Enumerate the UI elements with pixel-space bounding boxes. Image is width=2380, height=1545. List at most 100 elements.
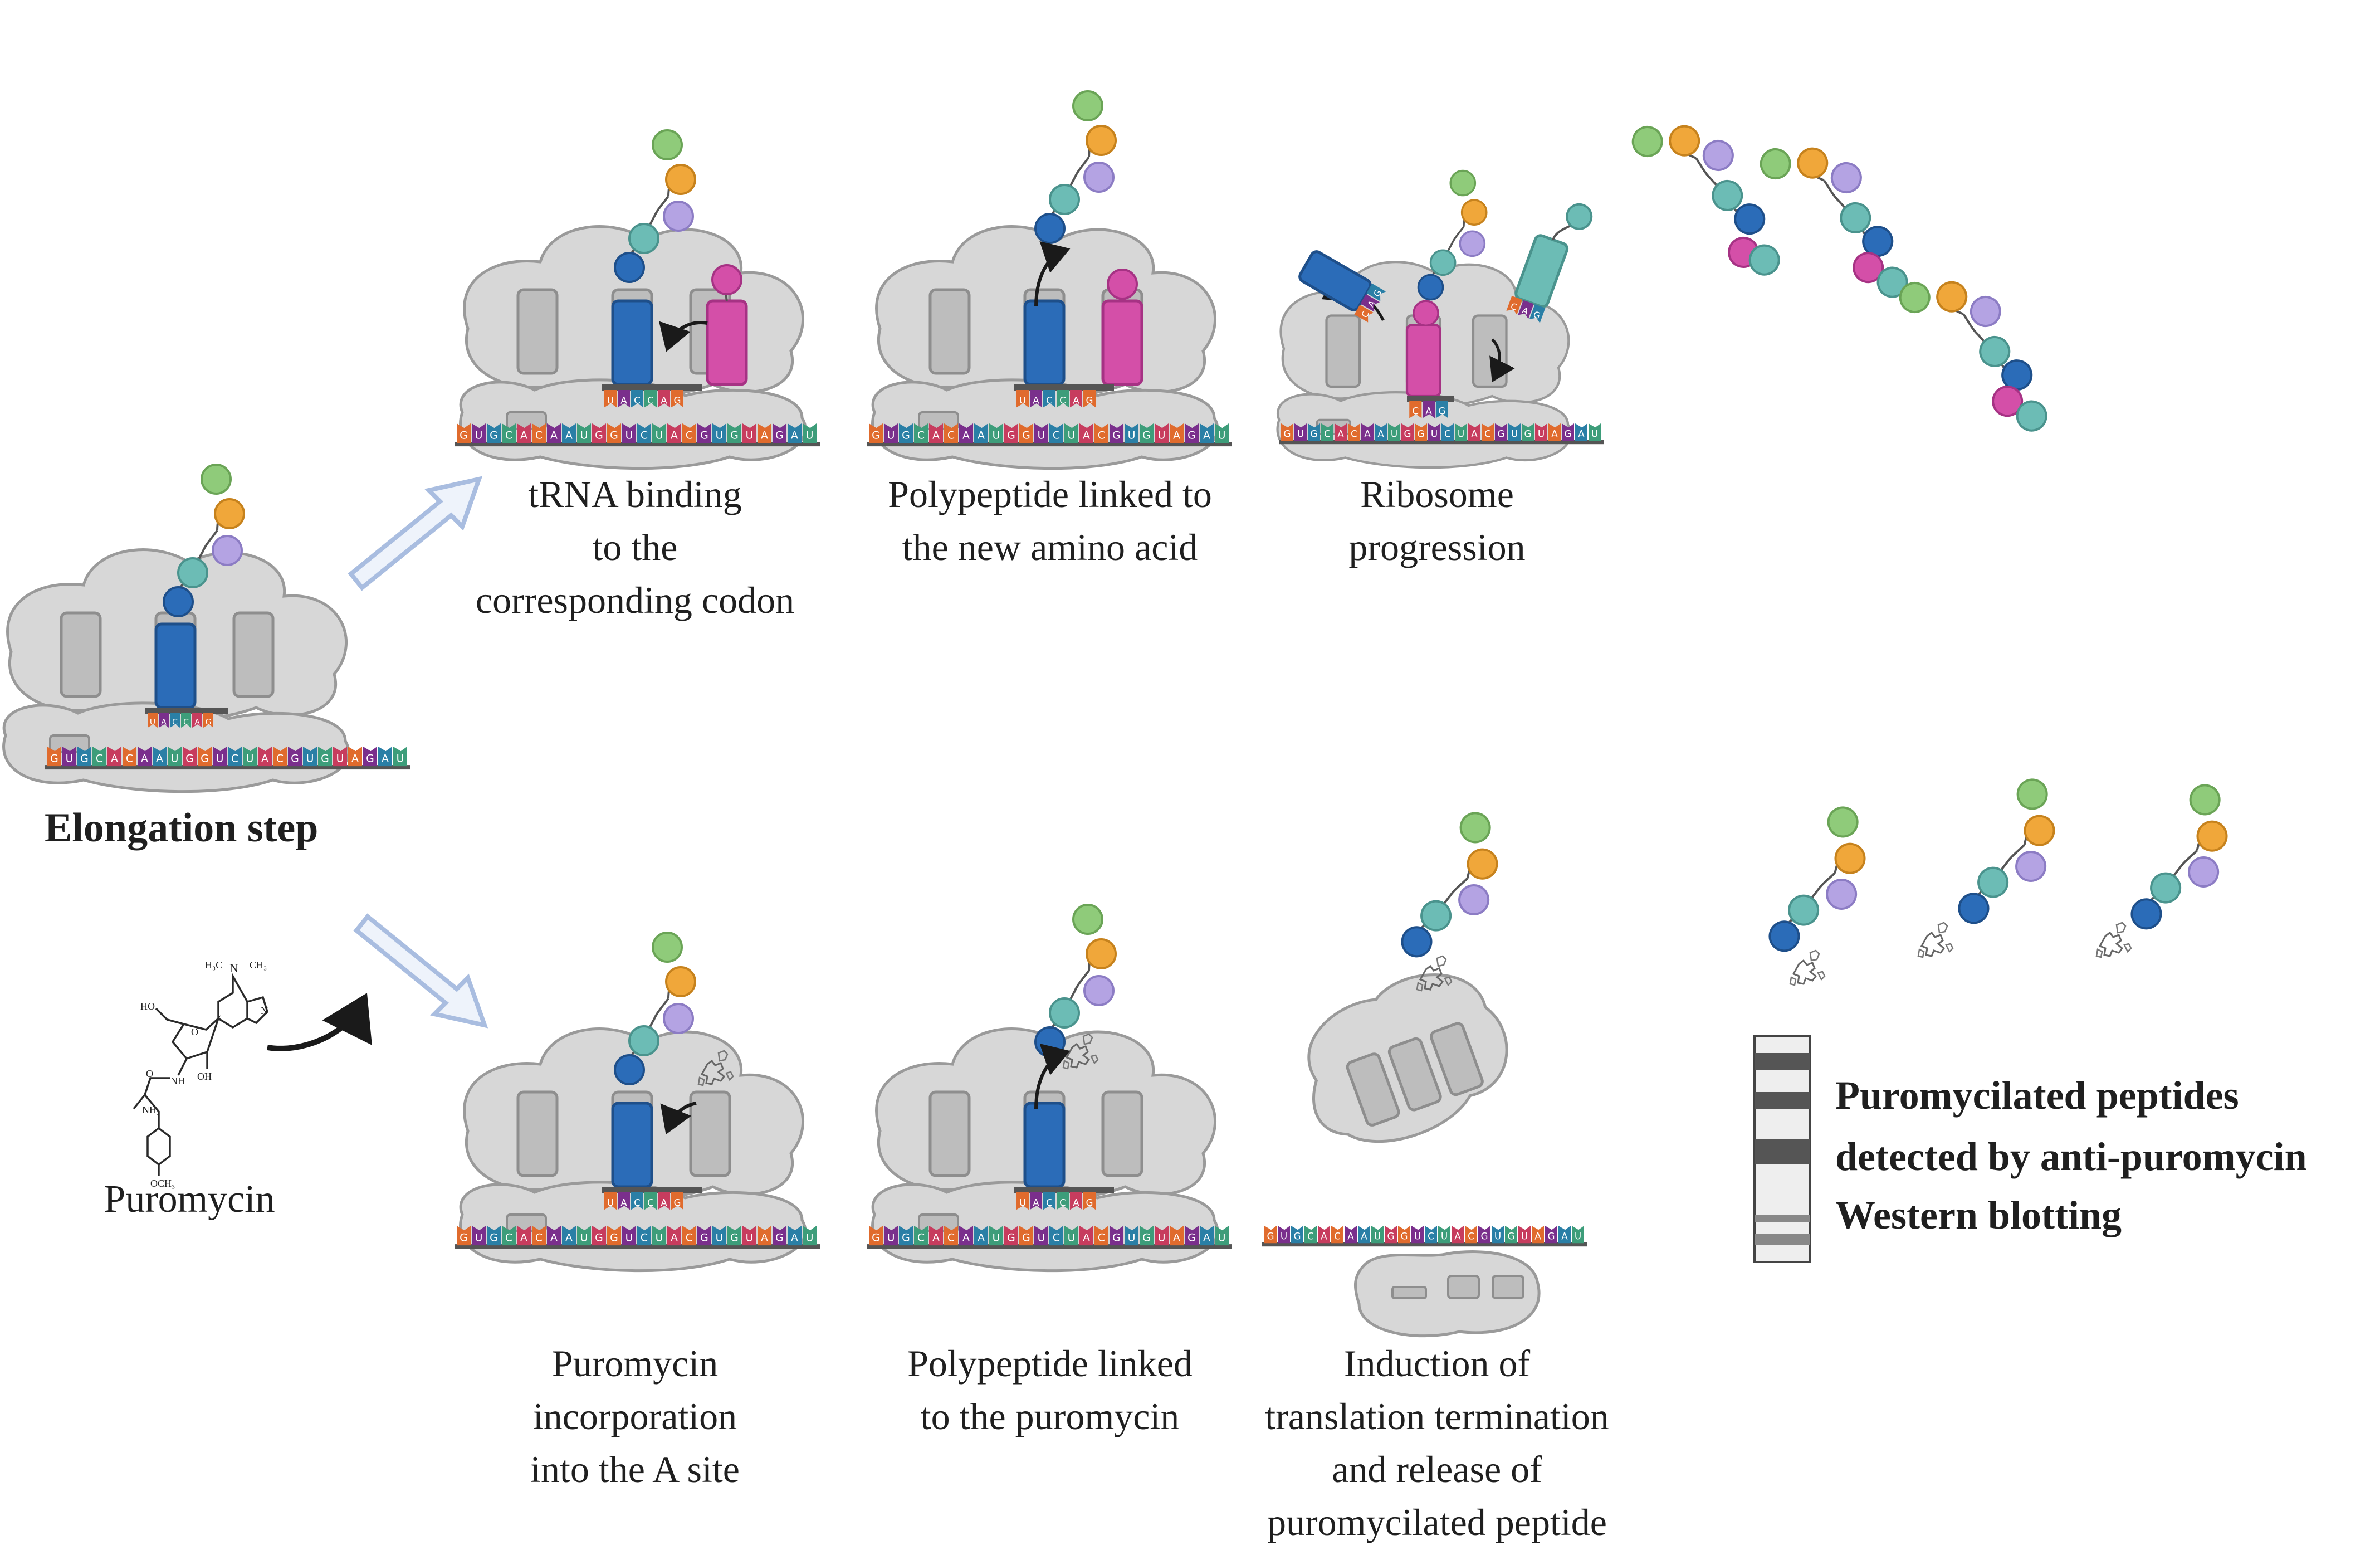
nucleotide bbox=[138, 747, 152, 767]
nucleotide bbox=[974, 1226, 988, 1246]
nucleotide-letter: C bbox=[641, 1231, 648, 1244]
nucleotide bbox=[1415, 423, 1427, 441]
nucleotide-letter: A bbox=[1551, 428, 1558, 439]
nucleotide-letter: U bbox=[1431, 428, 1438, 439]
nucleotide-letter: G bbox=[610, 1231, 618, 1244]
nucleotide-letter: C bbox=[1098, 429, 1105, 441]
nucleotide bbox=[652, 1226, 666, 1246]
nucleotide bbox=[348, 747, 362, 767]
nucleotide-letter: A bbox=[111, 752, 118, 764]
nucleotide bbox=[1125, 1226, 1138, 1246]
nucleotide-letter: C bbox=[1307, 1230, 1314, 1241]
arrow-to-trna-binding bbox=[348, 476, 483, 591]
nucleotide-letter: A bbox=[1347, 1230, 1354, 1241]
nucleotide bbox=[1019, 1226, 1033, 1246]
nucleotide bbox=[644, 390, 657, 408]
svg-text:OH: OH bbox=[197, 1071, 212, 1082]
nucleotide bbox=[153, 747, 167, 767]
nucleotide-letter: A bbox=[661, 1197, 667, 1208]
nucleotide bbox=[989, 423, 1003, 443]
nucleotide bbox=[1452, 1226, 1464, 1244]
nucleotide bbox=[577, 423, 591, 443]
nucleotide bbox=[181, 713, 191, 728]
nucleotide-letter: G bbox=[1022, 1231, 1030, 1244]
nucleotide bbox=[1532, 1226, 1544, 1244]
nucleotide bbox=[1019, 423, 1033, 443]
nucleotide-letter: C bbox=[505, 1231, 512, 1244]
nucleotide-letter: A bbox=[1377, 428, 1384, 439]
nucleotide bbox=[1409, 401, 1422, 418]
nucleotide-letter: G bbox=[1524, 428, 1531, 439]
nucleotide bbox=[1064, 423, 1078, 443]
nucleotide-letter: U bbox=[887, 1231, 895, 1244]
nucleotide-letter: U bbox=[806, 1231, 814, 1244]
nucleotide bbox=[123, 747, 136, 767]
trna-blue-icon bbox=[154, 622, 197, 709]
nucleotide-letter: C bbox=[1059, 394, 1066, 406]
nucleotide-letter: G bbox=[1400, 1230, 1408, 1241]
nucleotide bbox=[637, 1226, 651, 1246]
nucleotide bbox=[198, 747, 212, 767]
nucleotide bbox=[1548, 423, 1561, 441]
nucleotide-letter: A bbox=[978, 1231, 985, 1244]
nucleotide-letter: C bbox=[276, 752, 284, 764]
nucleotide-letter: U bbox=[716, 429, 724, 441]
nucleotide bbox=[1441, 423, 1454, 441]
induction-label-1: Induction of bbox=[1344, 1342, 1531, 1385]
nucleotide bbox=[773, 423, 786, 443]
nucleotide bbox=[288, 747, 302, 767]
poly-puro-label-2: to the puromycin bbox=[921, 1395, 1180, 1437]
nucleotide-letter: U bbox=[716, 1231, 724, 1244]
nucleotide bbox=[1083, 390, 1096, 408]
nucleotide bbox=[1049, 423, 1063, 443]
nucleotide bbox=[1522, 423, 1534, 441]
nucleotide bbox=[517, 423, 531, 443]
svg-text:O: O bbox=[146, 1068, 153, 1079]
nucleotide-letter: C bbox=[1351, 428, 1357, 439]
nucleotide-letter: C bbox=[96, 752, 103, 764]
nucleotide bbox=[1331, 1226, 1343, 1244]
nucleotide bbox=[1264, 1226, 1277, 1244]
nucleotide-letter: U bbox=[1538, 428, 1545, 439]
nucleotide-letter: G bbox=[1112, 1231, 1121, 1244]
nucleotide bbox=[899, 423, 913, 443]
nucleotide bbox=[631, 1192, 643, 1210]
nucleotide bbox=[1004, 1226, 1018, 1246]
nucleotide bbox=[652, 423, 666, 443]
nucleotide-letter: U bbox=[1414, 1230, 1421, 1241]
nucleotide-letter: C bbox=[686, 1231, 693, 1244]
nucleotide-letter: A bbox=[1083, 429, 1090, 441]
nucleotide bbox=[592, 423, 606, 443]
nucleotide-letter: A bbox=[1361, 1230, 1367, 1241]
nucleotide-letter: G bbox=[775, 429, 784, 441]
puromycin-arrow-icon bbox=[267, 993, 372, 1051]
nucleotide-letter: G bbox=[1293, 1230, 1301, 1241]
nucleotide-letter: C bbox=[1412, 406, 1419, 417]
nucleotide bbox=[592, 1226, 606, 1246]
nucleotide-letter: U bbox=[1494, 1230, 1501, 1241]
induction-label-4: puromycilated peptide bbox=[1267, 1501, 1607, 1543]
nucleotide-letter: U bbox=[1158, 429, 1166, 441]
nucleotide-letter: A bbox=[1173, 1231, 1180, 1244]
nucleotide bbox=[604, 390, 617, 408]
nucleotide bbox=[547, 423, 561, 443]
nucleotide-letter: G bbox=[902, 1231, 910, 1244]
nucleotide-letter: G bbox=[1007, 1231, 1015, 1244]
nucleotide-letter: A bbox=[1471, 428, 1478, 439]
nucleotide bbox=[1155, 1226, 1169, 1246]
nucleotide-letter: U bbox=[336, 752, 344, 764]
nucleotide-letter: G bbox=[730, 429, 739, 441]
trna-binding-label-3: corresponding codon bbox=[476, 579, 794, 621]
nucleotide-letter: G bbox=[1547, 1230, 1555, 1241]
nucleotide bbox=[1034, 423, 1048, 443]
nucleotide bbox=[1140, 423, 1154, 443]
nucleotide-letter: U bbox=[1281, 1230, 1287, 1241]
nucleotide bbox=[457, 423, 471, 443]
nucleotide-letter: U bbox=[1038, 429, 1045, 441]
nucleotide bbox=[1375, 423, 1387, 441]
nucleotide-letter: A bbox=[550, 429, 558, 441]
